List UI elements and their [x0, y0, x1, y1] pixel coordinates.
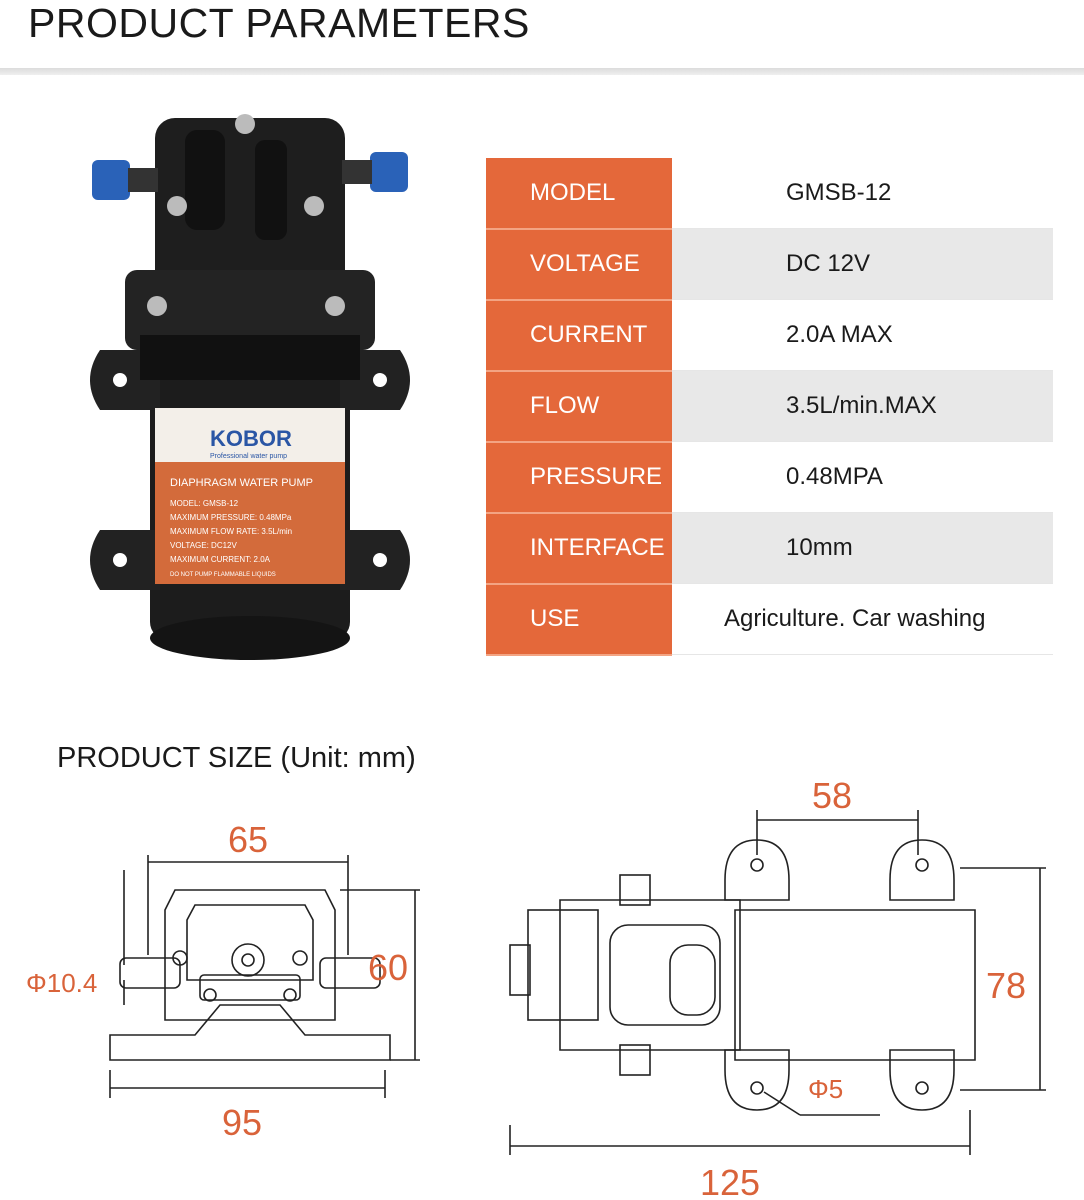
spec-row: FLOW 3.5L/min.MAX [486, 370, 1053, 443]
spec-value: DC 12V [672, 228, 1053, 300]
brand-tagline: Professional water pump [210, 453, 287, 460]
dim-inlet-diameter: Φ10.4 [26, 968, 97, 998]
pump-photo: KOBOR Professional water pump DIAPHRAGM … [90, 114, 410, 660]
spec-key: PRESSURE [486, 441, 672, 514]
label-title: DIAPHRAGM WATER PUMP [170, 477, 313, 489]
label-line: DO NOT PUMP FLAMMABLE LIQUIDS [170, 572, 276, 578]
spec-row: VOLTAGE DC 12V [486, 228, 1053, 301]
label-line: MAXIMUM PRESSURE: 0.48MPa [170, 513, 292, 522]
dim-height-side: 78 [986, 965, 1026, 1006]
spec-key: VOLTAGE [486, 228, 672, 301]
spec-row: CURRENT 2.0A MAX [486, 299, 1053, 372]
side-view-drawing [509, 810, 1046, 1155]
spec-value: Agriculture. Car washing [672, 583, 1053, 655]
dim-hole-diameter: Φ5 [808, 1074, 843, 1104]
spec-value: 0.48MPA [672, 441, 1053, 513]
spec-row: INTERFACE 10mm [486, 512, 1053, 585]
dim-width-bottom: 95 [222, 1102, 262, 1143]
brand-label: KOBOR [210, 426, 292, 451]
spec-row: USE Agriculture. Car washing [486, 583, 1053, 656]
spec-value: 3.5L/min.MAX [672, 370, 1053, 442]
label-line: MAXIMUM FLOW RATE: 3.5L/min [170, 527, 292, 536]
spec-row: PRESSURE 0.48MPA [486, 441, 1053, 514]
dim-hole-spacing: 58 [812, 780, 852, 816]
label-line: VOLTAGE: DC12V [170, 541, 238, 550]
label-line: MODEL: GMSB-12 [170, 499, 239, 508]
dim-width-top: 65 [228, 819, 268, 860]
spec-key: CURRENT [486, 299, 672, 372]
spec-value: GMSB-12 [672, 158, 1053, 229]
spec-key: MODEL [486, 158, 672, 230]
spec-value: 2.0A MAX [672, 299, 1053, 371]
spec-row: MODEL GMSB-12 [486, 158, 1053, 230]
spec-table: MODEL GMSB-12 VOLTAGE DC 12V CURRENT 2.0… [486, 158, 1053, 656]
dim-height-front: 60 [368, 947, 408, 988]
page-title: PRODUCT PARAMETERS [28, 0, 530, 46]
spec-value: 10mm [672, 512, 1053, 584]
front-view-drawing [109, 855, 420, 1098]
size-heading: PRODUCT SIZE (Unit: mm) [57, 742, 416, 774]
dim-length: 125 [700, 1162, 760, 1200]
dimension-drawings: 65 60 Φ10.4 95 58 78 Φ5 125 [26, 780, 1046, 1200]
title-divider [0, 68, 1084, 75]
spec-key: INTERFACE [486, 512, 672, 585]
label-line: MAXIMUM CURRENT: 2.0A [170, 555, 271, 564]
spec-key: FLOW [486, 370, 672, 443]
spec-key: USE [486, 583, 672, 656]
